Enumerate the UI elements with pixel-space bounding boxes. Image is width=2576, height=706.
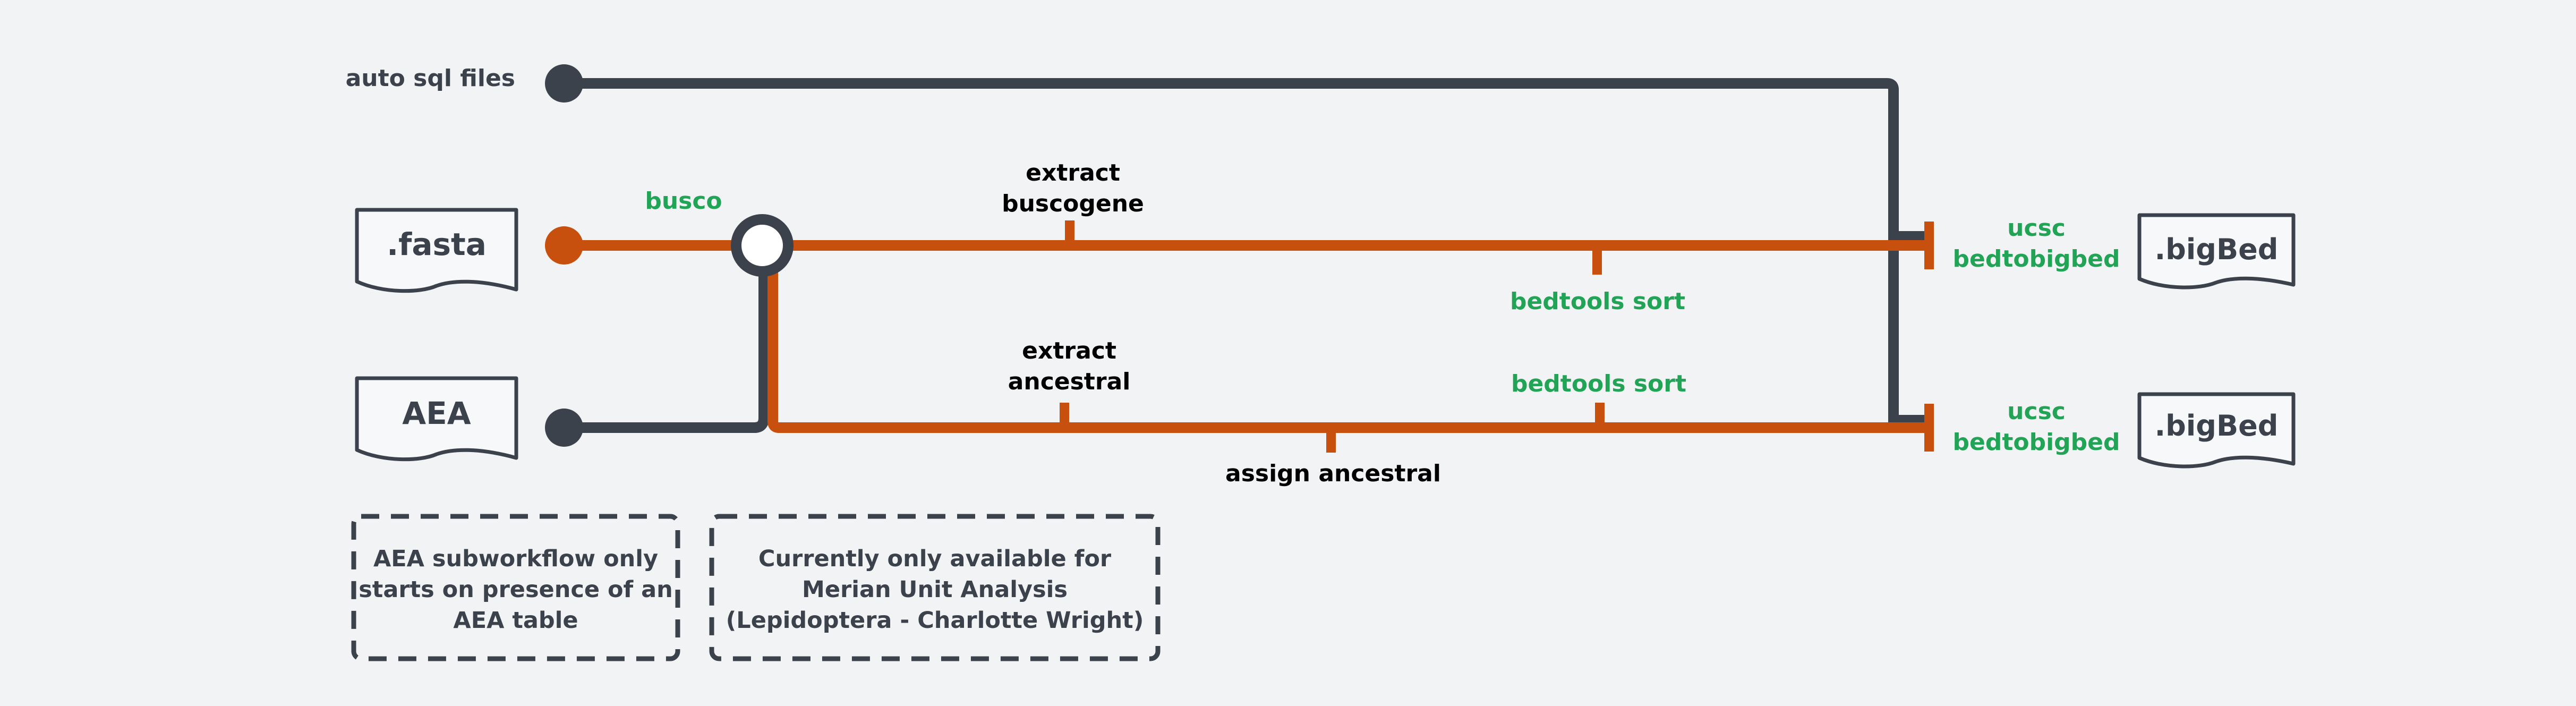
merian-note-box [709, 514, 1161, 661]
ancestral-line [767, 250, 1931, 433]
bedtools-sort-bottom-tick [1595, 403, 1605, 428]
autosql-label: auto sql files [346, 65, 515, 92]
top-end-bar [1924, 222, 1934, 269]
extract-ancestral-label-2: ancestral [1008, 368, 1131, 395]
aea-note-box [351, 514, 680, 661]
bedtools-sort-bottom-label: bedtools sort [1511, 370, 1686, 397]
aea-note-line-1: AEA subworkflow only [373, 546, 658, 572]
merian-note-line-3: (Lepidoptera - Charlotte Wright) [726, 607, 1144, 634]
bottom-end-bar [1924, 404, 1934, 452]
ucsc-top-label-2: bedtobigbed [1952, 245, 2120, 273]
aea-label: AEA [402, 395, 471, 431]
merian-note-line-1: Currently only available for [758, 546, 1112, 572]
aea-doc-icon [355, 376, 518, 462]
bigbed-bottom-doc-icon [2137, 392, 2296, 469]
extract-buscogene-tick [1065, 220, 1074, 245]
busco-label: busco [645, 188, 722, 215]
extract-buscogene-label-2: buscogene [1002, 190, 1144, 217]
ucsc-bottom-label-1: ucsc [2007, 398, 2066, 425]
assign-ancestral-label: assign ancestral [1225, 460, 1441, 487]
aea-note-line-2: starts on presence of an [359, 576, 673, 603]
bedtools-sort-top-tick [1592, 245, 1602, 275]
aea-node [545, 409, 583, 447]
bigbed-bottom-label: .bigBed [2155, 409, 2279, 443]
ucsc-bottom-label-2: bedtobigbed [1952, 429, 2120, 456]
ucsc-top-label-1: ucsc [2007, 215, 2066, 242]
extract-ancestral-tick [1060, 403, 1069, 428]
bigbed-top-doc-icon [2137, 213, 2296, 290]
merian-note-line-2: Merian Unit Analysis [802, 576, 1068, 603]
bigbed-top-label: .bigBed [2155, 233, 2279, 266]
bedtools-sort-top-label: bedtools sort [1510, 288, 1685, 315]
extract-ancestral-label-1: extract [1022, 337, 1116, 364]
assign-ancestral-tick [1326, 428, 1336, 453]
fasta-label: .fasta [387, 226, 487, 262]
autosql-node [545, 64, 583, 103]
aea-note-line-3: AEA table [453, 607, 578, 634]
extract-buscogene-label-1: extract [1026, 159, 1120, 186]
aea-input-line [563, 247, 769, 433]
fasta-node [545, 226, 583, 265]
fasta-doc-icon [355, 208, 518, 293]
busco-node [731, 214, 794, 277]
